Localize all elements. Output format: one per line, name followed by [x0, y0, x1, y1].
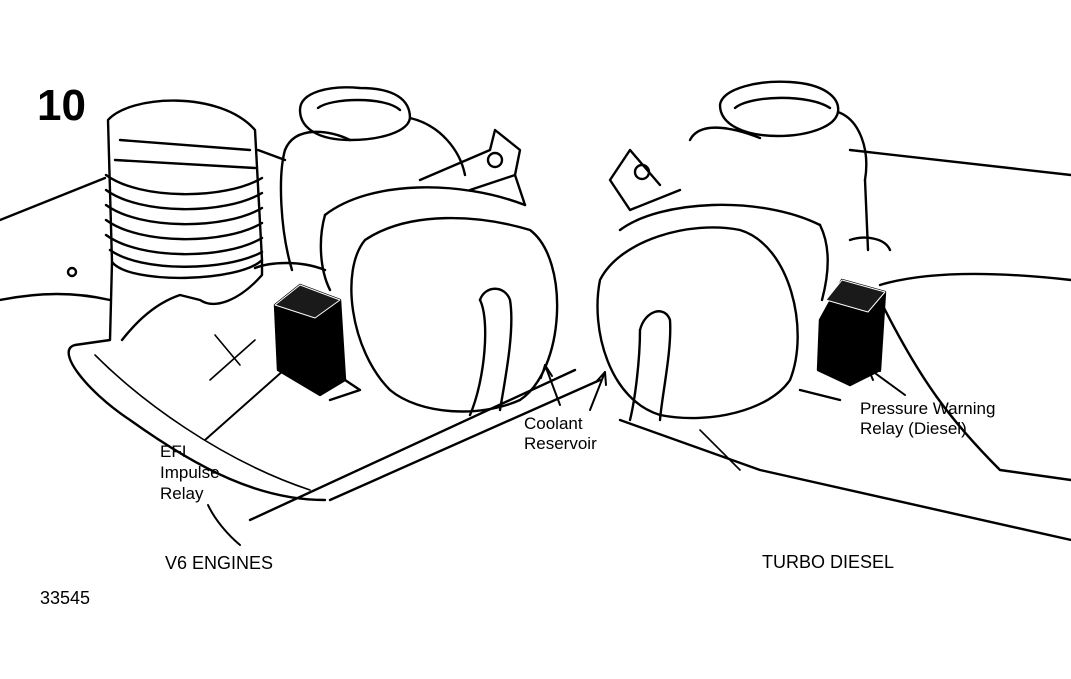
efi-label-line2: Impulse — [160, 463, 220, 482]
pressure-label-line1: Pressure Warning — [860, 399, 996, 418]
coolant-label-line2: Reservoir — [524, 434, 597, 453]
turbo-diesel-caption: TURBO DIESEL — [762, 552, 895, 572]
turbo-diesel-drawing — [596, 80, 1071, 542]
v6-engine-drawing — [0, 86, 602, 522]
efi-label-line3: Relay — [160, 484, 204, 503]
leader-lines — [204, 361, 906, 546]
coolant-label-line1: Coolant — [524, 414, 583, 433]
figure-number: 10 — [37, 81, 86, 130]
drawing-id: 33545 — [40, 588, 91, 608]
v6-engines-caption: V6 ENGINES — [165, 553, 274, 573]
pressure-label-line2: Relay (Diesel) — [860, 419, 967, 438]
efi-label-line1: EFI — [160, 442, 187, 461]
